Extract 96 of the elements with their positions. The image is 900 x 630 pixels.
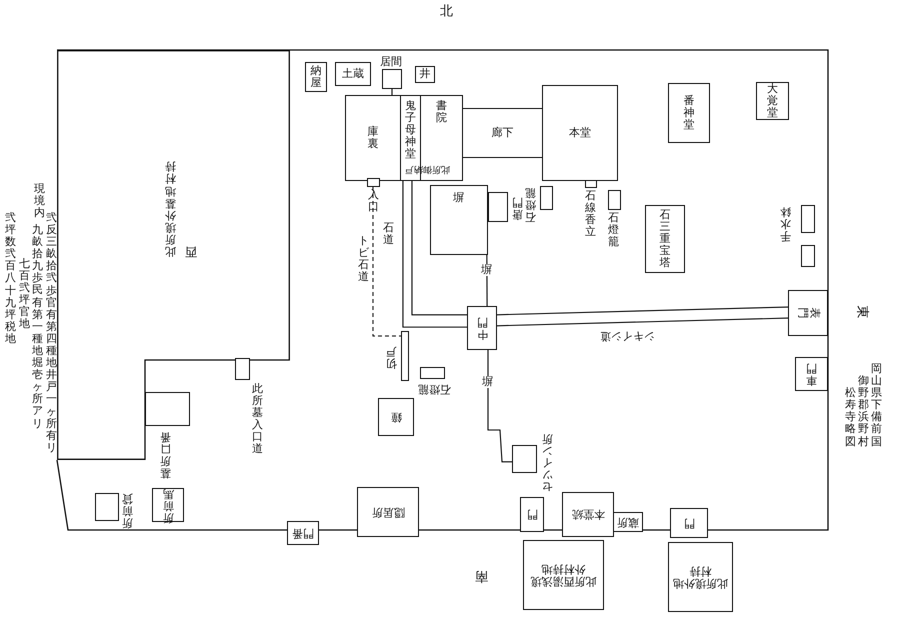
map-label: 西	[185, 245, 197, 258]
building-label: 石三重宝塔	[660, 208, 670, 270]
building-box	[467, 306, 497, 350]
building-box	[670, 508, 708, 538]
building-box	[152, 488, 184, 522]
map-title: 岡山県下備前国御野郡浜野村松寿寺略図	[845, 363, 882, 448]
building-caption: 居間	[380, 56, 402, 68]
building-label: 納屋	[310, 64, 322, 90]
small-structure-box	[95, 493, 119, 521]
building-label: 書院	[436, 100, 447, 124]
building-label: 塀	[453, 192, 464, 204]
building-label: 鐘	[390, 410, 402, 424]
edge-label: 塀	[481, 264, 492, 276]
building-box	[400, 95, 421, 181]
building-box	[523, 540, 604, 610]
building-label: 鬼子母神堂	[405, 100, 416, 160]
building-box	[305, 62, 327, 92]
building-label: 隠居所	[372, 506, 404, 518]
building-box	[795, 357, 828, 391]
map-label: 現境内	[34, 183, 45, 220]
building-label: 本堂	[569, 126, 591, 140]
building-box	[520, 497, 544, 532]
building-caption: 此所墓入口道	[252, 383, 263, 456]
building-label: 大覚堂	[767, 82, 778, 120]
building-label: 番神堂	[684, 94, 694, 132]
building-label: 此所境外地村持	[673, 564, 728, 590]
edge-label: 塀	[482, 376, 493, 388]
building-label: 此所境外墓地村持	[165, 160, 176, 257]
building-box	[378, 398, 414, 436]
building-box	[335, 62, 371, 86]
small-structure-box	[145, 392, 190, 426]
small-structure-box	[585, 180, 597, 188]
building-caption: 手水鉢	[780, 205, 791, 242]
map-label: 七百弐坪官地	[19, 258, 30, 331]
building-caption: 石燈籠	[525, 186, 536, 222]
small-structure-box	[367, 178, 380, 187]
building-box	[357, 487, 419, 537]
map-label: 北	[440, 5, 453, 20]
building-box	[788, 290, 828, 336]
building-caption: 墓所口番	[160, 430, 171, 478]
building-label: 井	[420, 68, 430, 81]
small-structure-box	[608, 190, 621, 210]
building-box	[668, 542, 733, 612]
building-box	[668, 83, 710, 143]
land-note: 弐反三畝拾弐歩官有第四種地井戸一ヶ所有リ	[46, 212, 57, 454]
path-line	[496, 318, 788, 326]
building-label: 土蔵	[342, 68, 364, 80]
building-box	[345, 95, 401, 181]
building-label: 中門	[476, 316, 488, 340]
map-label: シキイシ道	[600, 330, 655, 342]
building-box	[287, 521, 319, 545]
building-box	[613, 512, 643, 532]
building-box	[462, 108, 543, 158]
building-caption: 切戸	[386, 345, 397, 370]
map-label: 東	[854, 306, 869, 319]
small-structure-box	[512, 445, 537, 473]
land-note: 九畝拾九歩民有第一種地堀壱ヶ所アリ	[32, 224, 43, 430]
building-caption: 石燈籠	[608, 212, 619, 248]
path-line	[411, 181, 467, 316]
building-caption: 所前貸	[122, 492, 133, 528]
building-label: 門番	[292, 526, 314, 540]
path-line	[487, 350, 512, 462]
building-label: 庫裏	[368, 126, 378, 150]
small-structure-box	[540, 186, 553, 210]
small-structure-box	[382, 69, 402, 89]
small-structure-box	[488, 192, 508, 222]
map-label: 石道	[383, 222, 394, 246]
small-structure-box	[801, 205, 815, 233]
building-box	[430, 185, 488, 255]
small-structure-box	[401, 331, 409, 381]
building-label: 門	[526, 508, 538, 521]
building-label: 門	[684, 516, 694, 530]
building-box	[542, 85, 618, 181]
path-line	[496, 306, 788, 316]
building-box	[756, 82, 789, 120]
building-box	[645, 205, 685, 273]
map-label: 南	[475, 568, 488, 582]
building-label: 車門	[806, 362, 817, 386]
building-caption: セツイン所	[542, 432, 553, 492]
map-label: トビ石道	[358, 235, 369, 284]
small-structure-box	[420, 367, 445, 379]
small-structure-box	[801, 245, 815, 267]
stepping-stone-path	[372, 186, 402, 336]
building-label: 表門	[796, 308, 820, 318]
land-note: 弐坪数弐百八十九坪税地	[5, 212, 16, 346]
building-caption: 石線香立	[585, 190, 596, 238]
building-caption: 唐門	[512, 196, 523, 220]
building-caption: 石燈籠	[418, 383, 451, 396]
building-label: 此所西湯浅境外村持地	[530, 562, 598, 588]
building-box	[415, 66, 435, 83]
building-box	[562, 492, 614, 537]
building-label: 廊下	[492, 126, 514, 140]
path-line	[402, 181, 467, 328]
building-label: 本堂続	[572, 508, 604, 521]
building-label: 蔵所	[617, 516, 639, 528]
small-structure-box	[235, 358, 250, 380]
